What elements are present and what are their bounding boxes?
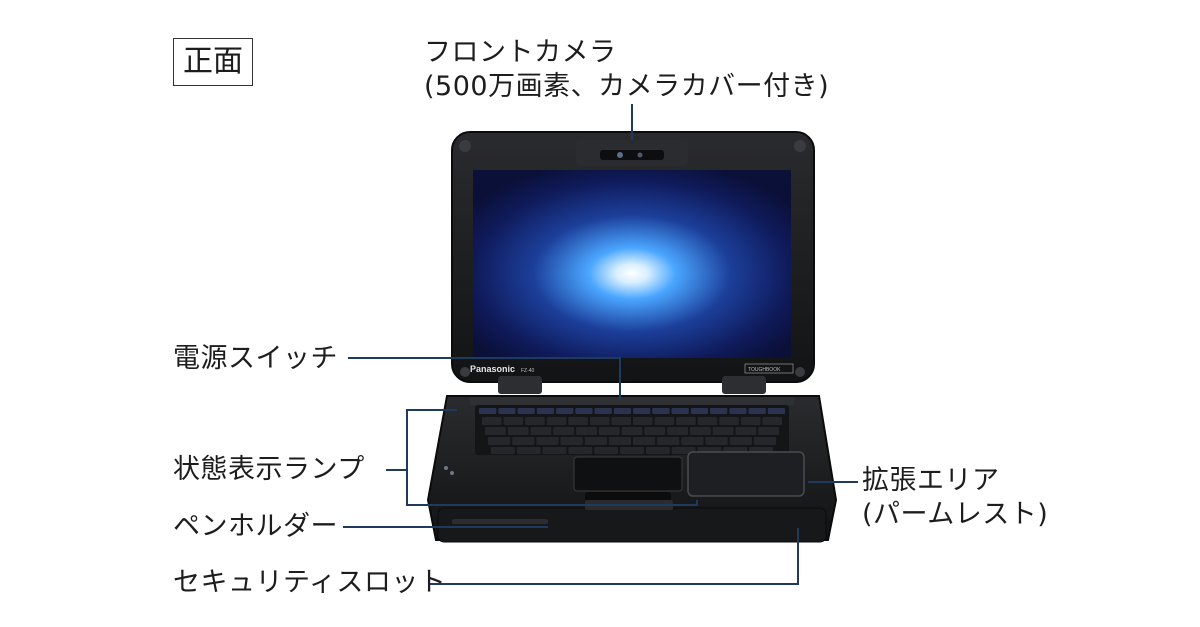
touchpad: [573, 456, 683, 492]
keyboard-key: [654, 417, 675, 425]
leader-status-lamp-area: [406, 409, 698, 506]
badge-label: TOUGHBOOK: [748, 367, 781, 373]
keyboard-key: [740, 417, 761, 425]
keyboard-key: [671, 447, 696, 454]
keyboard-key: [556, 408, 574, 414]
status-lamp-dot-1: [444, 466, 448, 470]
view-label-front: 正面: [173, 38, 253, 86]
model-label: FZ-40: [521, 368, 535, 374]
label-pen-holder: ペンホルダー: [173, 511, 338, 542]
keyboard-key: [507, 427, 529, 435]
keyboard-key: [530, 427, 552, 435]
keyboard-key: [608, 437, 631, 445]
label-power-switch: 電源スイッチ: [173, 343, 338, 374]
badge-frame: [744, 363, 794, 374]
label-front-camera-line2: (500万画素、カメラカバー付き): [424, 71, 830, 102]
keyboard-key: [620, 447, 644, 454]
keyboard-key: [589, 417, 610, 425]
keyboard-key: [753, 437, 776, 445]
expansion-area: [687, 451, 805, 497]
keyboard-key: [498, 408, 516, 414]
keyboard-key: [482, 417, 502, 425]
keyboard-key: [503, 417, 524, 425]
keyboard-key: [575, 408, 593, 414]
keyboard-key: [758, 427, 779, 435]
hinge-left: [498, 376, 542, 394]
keyboard-key: [710, 408, 728, 414]
keyboard-key: [536, 408, 555, 414]
keyboard-key: [516, 447, 541, 454]
front-edge: [437, 507, 827, 543]
keyboard-key: [689, 427, 711, 435]
pen-holder: [452, 519, 548, 524]
leader-security-slot: [430, 528, 799, 585]
keyboard-key: [767, 408, 786, 414]
keyboard-key: [525, 417, 545, 425]
keyboard-key: [690, 408, 709, 414]
keyboard-key: [657, 437, 680, 445]
keyboard-key: [667, 427, 688, 435]
keyboard-key: [584, 437, 607, 445]
keyboard-key: [594, 447, 619, 454]
keyboard-key: [762, 417, 782, 425]
keyboard-key: [546, 417, 567, 425]
keyboard-key: [712, 427, 734, 435]
hinge-right: [722, 376, 766, 394]
leader-power-switch: [348, 357, 621, 400]
keyboard-key: [652, 408, 670, 414]
keyboard-key: [645, 447, 670, 454]
keyboard-key: [697, 417, 718, 425]
leader-lines: [343, 104, 858, 585]
screen: [473, 170, 791, 358]
keyboard-key: [479, 408, 497, 414]
keyboard-key: [729, 408, 747, 414]
keyboard-key: [568, 417, 588, 425]
keyboard-key: [676, 417, 696, 425]
keyboard-key: [488, 437, 511, 445]
keyboard-key: [633, 417, 653, 425]
keyboard-key: [485, 427, 506, 435]
keyboard-key: [748, 408, 766, 414]
keyboard-key: [681, 437, 704, 445]
keyboard-key: [568, 447, 593, 454]
label-expansion-area-line1: 拡張エリア: [862, 465, 1000, 496]
keyboard-key: [729, 437, 752, 445]
keyboard-key: [598, 427, 620, 435]
label-expansion-area-line2: (パームレスト): [862, 499, 1049, 530]
keyboard-key: [553, 427, 575, 435]
keyboard-key: [576, 427, 597, 435]
keyboard-key: [644, 427, 666, 435]
label-front-camera-line1: フロントカメラ: [424, 37, 617, 68]
keyboard-key: [613, 408, 632, 414]
keyboard-key: [560, 437, 583, 445]
keyboard-key: [735, 427, 757, 435]
keyboard-key: [517, 408, 535, 414]
keyboard-key: [621, 427, 643, 435]
keyboard-key: [719, 417, 739, 425]
keyboard-key: [536, 437, 559, 445]
label-status-lamp: 状態表示ランプ: [173, 454, 365, 485]
front-camera: [576, 140, 688, 166]
keyboard-key: [633, 408, 651, 414]
keyboard-key: [542, 447, 567, 454]
touchpad-buttons: [585, 492, 671, 502]
keyboard-key: [633, 437, 656, 445]
keyboard-key: [594, 408, 612, 414]
brand-logo: Panasonic: [470, 364, 515, 374]
keyboard-key: [671, 408, 689, 414]
status-lamp-dot-2: [450, 471, 454, 475]
keyboard-key: [611, 417, 631, 425]
keyboard-key: [491, 447, 515, 454]
label-security-slot: セキュリティスロット: [173, 567, 447, 598]
keyboard-key: [512, 437, 535, 445]
keyboard-key: [705, 437, 728, 445]
keyboard: [475, 405, 789, 455]
